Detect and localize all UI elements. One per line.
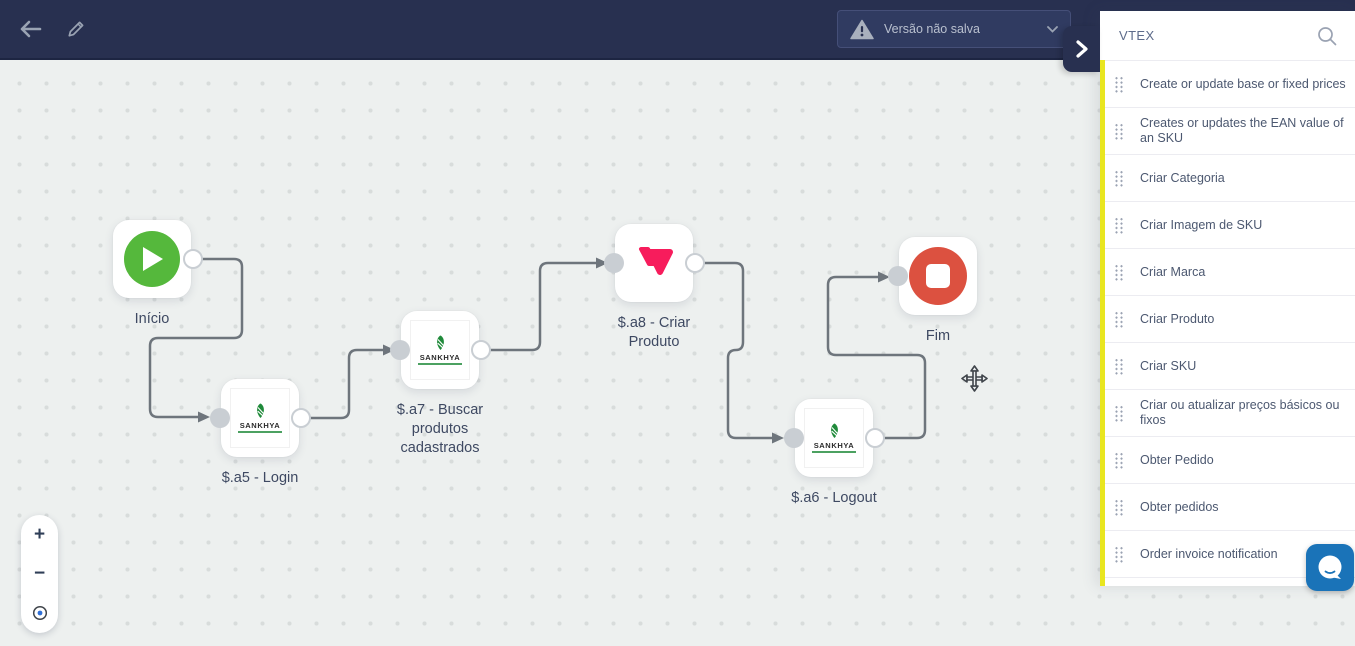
component-search-input[interactable] bbox=[1119, 28, 1317, 43]
output-port[interactable] bbox=[183, 249, 203, 269]
drag-handle-icon[interactable] bbox=[1114, 545, 1124, 563]
chat-bubble-icon bbox=[1318, 555, 1342, 579]
sankhya-logo: SANKHYA bbox=[230, 388, 290, 448]
output-port[interactable] bbox=[471, 340, 491, 360]
component-panel: Create or update base or fixed prices Cr… bbox=[1063, 11, 1355, 586]
back-arrow-icon bbox=[20, 20, 42, 38]
input-port[interactable] bbox=[390, 340, 410, 360]
search-icon bbox=[1318, 26, 1337, 45]
component-item[interactable]: Criar Marca bbox=[1100, 249, 1355, 296]
chevron-right-icon bbox=[1075, 40, 1088, 58]
component-item[interactable]: Criar Categoria bbox=[1100, 155, 1355, 202]
zoom-controls: + − bbox=[21, 515, 58, 633]
node-fim[interactable]: Fim bbox=[888, 237, 977, 344]
move-cursor-icon bbox=[961, 365, 988, 392]
component-item[interactable]: Obter Pedido bbox=[1100, 437, 1355, 484]
component-item[interactable]: Criar Produto bbox=[1100, 296, 1355, 343]
component-item[interactable]: Create or update base or fixed prices bbox=[1100, 61, 1355, 108]
node-label: $.a6 - Logout bbox=[791, 490, 877, 506]
input-port[interactable] bbox=[784, 428, 804, 448]
component-item[interactable]: Criar ou atualizar preços básicos ou fix… bbox=[1100, 390, 1355, 437]
drag-handle-icon[interactable] bbox=[1114, 216, 1124, 234]
edge-a5-a7 bbox=[301, 348, 390, 420]
node-a6-logout[interactable]: SANKHYA $.a6 - Logout bbox=[784, 399, 885, 506]
output-port[interactable] bbox=[865, 428, 885, 448]
edge-a7-a8 bbox=[481, 261, 603, 352]
version-status-dropdown[interactable]: Versão não salva bbox=[837, 10, 1071, 48]
node-inicio[interactable]: Início bbox=[113, 220, 203, 327]
chevron-down-icon bbox=[1047, 25, 1058, 33]
component-item[interactable]: Criar SKU bbox=[1100, 343, 1355, 390]
drag-handle-icon[interactable] bbox=[1114, 498, 1124, 516]
component-list: Create or update base or fixed prices Cr… bbox=[1100, 61, 1355, 578]
sankhya-logo: SANKHYA bbox=[410, 320, 470, 380]
component-item[interactable]: Order invoice notification bbox=[1100, 531, 1355, 578]
output-port[interactable] bbox=[685, 253, 705, 273]
start-play-icon bbox=[124, 231, 180, 287]
pencil-icon bbox=[68, 21, 84, 37]
fit-view-button[interactable] bbox=[32, 605, 48, 621]
node-a7-buscar-produtos[interactable]: SANKHYA $.a7 - Buscar produtos cadastrad… bbox=[390, 311, 491, 456]
component-item[interactable]: Creates or updates the EAN value of an S… bbox=[1100, 108, 1355, 155]
input-port[interactable] bbox=[604, 253, 624, 273]
stop-icon bbox=[909, 247, 967, 305]
node-label: $.a8 - Criar Produto bbox=[617, 315, 691, 350]
input-port[interactable] bbox=[888, 266, 908, 286]
edit-title-button[interactable] bbox=[58, 0, 94, 58]
version-status-label: Versão não salva bbox=[884, 22, 980, 36]
vtex-logo bbox=[639, 247, 673, 275]
node-label: $.a5 - Login bbox=[221, 470, 299, 486]
drag-handle-icon[interactable] bbox=[1114, 169, 1124, 187]
node-label: Início bbox=[134, 311, 170, 327]
node-a8-criar-produto[interactable]: $.a8 - Criar Produto bbox=[604, 224, 705, 350]
drag-handle-icon[interactable] bbox=[1114, 310, 1124, 328]
component-search-row bbox=[1100, 11, 1355, 61]
drag-handle-icon[interactable] bbox=[1114, 451, 1124, 469]
output-port[interactable] bbox=[291, 408, 311, 428]
drag-handle-icon[interactable] bbox=[1114, 404, 1124, 422]
node-label: $.a7 - Buscar produtos cadastrados bbox=[396, 402, 484, 456]
node-a5-login[interactable]: SANKHYA $.a5 - Login bbox=[210, 379, 311, 486]
zoom-in-button[interactable]: + bbox=[33, 524, 46, 545]
zoom-out-button[interactable]: − bbox=[33, 563, 46, 584]
component-item[interactable]: Obter pedidos bbox=[1100, 484, 1355, 531]
input-port[interactable] bbox=[210, 408, 230, 428]
drag-handle-icon[interactable] bbox=[1114, 75, 1124, 93]
warning-icon bbox=[850, 19, 874, 39]
target-icon bbox=[32, 605, 47, 621]
drag-handle-icon[interactable] bbox=[1114, 122, 1124, 140]
sankhya-logo: SANKHYA bbox=[804, 408, 864, 468]
panel-collapse-button[interactable] bbox=[1063, 26, 1100, 72]
chat-support-button[interactable] bbox=[1306, 544, 1354, 591]
component-item[interactable]: Criar Imagem de SKU bbox=[1100, 202, 1355, 249]
node-label: Fim bbox=[925, 328, 951, 344]
back-button[interactable] bbox=[12, 0, 48, 58]
drag-handle-icon[interactable] bbox=[1114, 357, 1124, 375]
panel-accent-bar bbox=[1100, 60, 1105, 586]
drag-handle-icon[interactable] bbox=[1114, 263, 1124, 281]
